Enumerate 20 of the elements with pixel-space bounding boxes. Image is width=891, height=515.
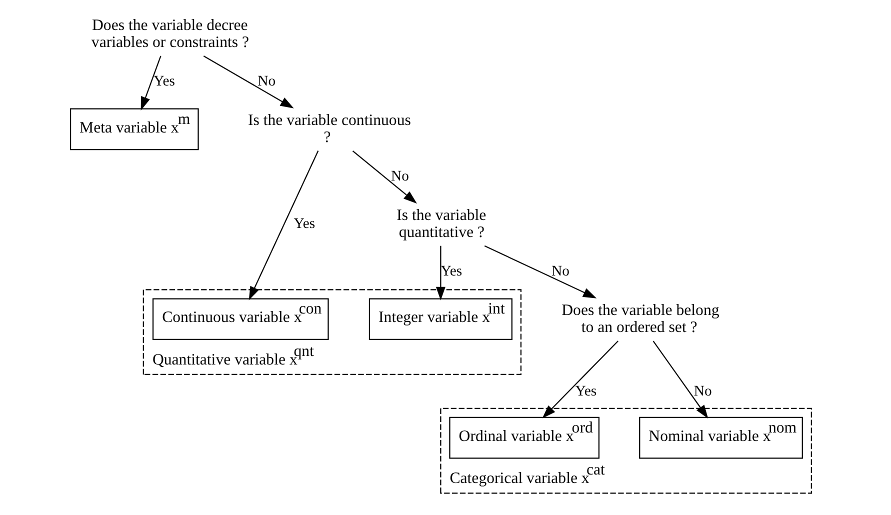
node-text: Is the variable quantitative ? [396, 206, 486, 241]
arrow [352, 150, 417, 204]
edge-label: Yes [294, 216, 316, 232]
edge-label: Yes [440, 263, 462, 280]
arrow [203, 55, 294, 108]
edge-label: Yes [575, 383, 597, 400]
edge-label: Yes [154, 74, 175, 90]
arrow [484, 245, 597, 298]
node-text: Does the variable decree variables or constraints ? [91, 16, 250, 51]
edge-label: No [551, 263, 570, 280]
edge-label: No [694, 383, 712, 400]
arrow [542, 340, 618, 418]
edge-label: No [258, 74, 276, 90]
arrow [140, 56, 162, 110]
edge-label: No [390, 168, 409, 185]
node-text: Does the variable belong to an ordered set ? [562, 302, 720, 336]
node-text: Is the variable continuous ? [248, 112, 411, 146]
arrow [248, 150, 319, 300]
arrow [652, 340, 708, 419]
arrow [436, 246, 446, 300]
